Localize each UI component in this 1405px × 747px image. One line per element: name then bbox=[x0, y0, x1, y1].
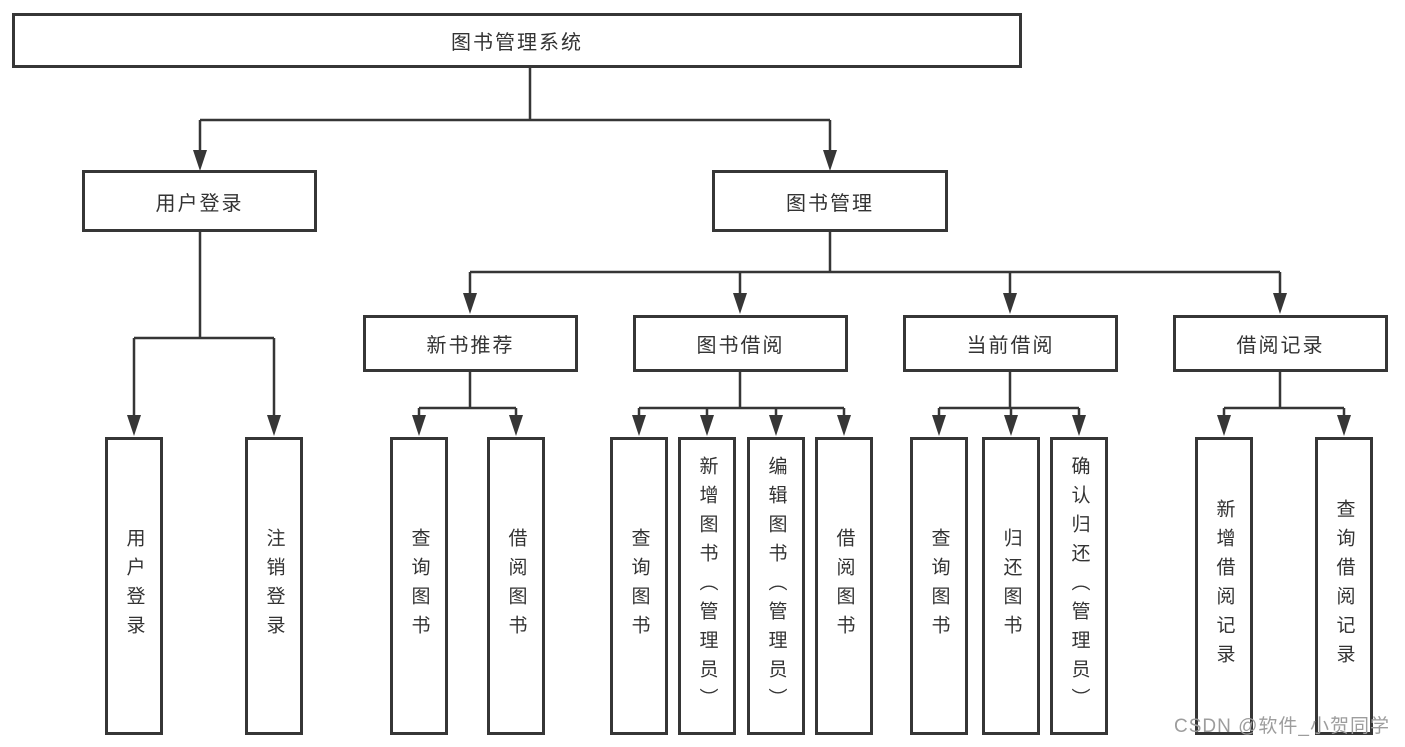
leaf-user-login: 用户登录 bbox=[105, 437, 163, 735]
connector-root-to-level2 bbox=[193, 68, 837, 171]
arrowhead-icon bbox=[1072, 415, 1086, 436]
arrowhead-icon bbox=[837, 415, 851, 436]
arrowhead-icon bbox=[127, 415, 141, 436]
leaf-borrow-books-recommend: 借阅图书 bbox=[487, 437, 545, 735]
leaf-query-borrow-record: 查询借阅记录 bbox=[1315, 437, 1373, 735]
node-new-book-recommend: 新书推荐 bbox=[363, 315, 578, 372]
arrowhead-icon bbox=[412, 415, 426, 436]
node-book-borrow: 图书借阅 bbox=[633, 315, 848, 372]
node-book-management: 图书管理 bbox=[712, 170, 948, 232]
leaf-logout: 注销登录 bbox=[245, 437, 303, 735]
arrowhead-icon bbox=[700, 415, 714, 436]
leaf-add-books-admin: 新增图书（管理员） bbox=[678, 437, 736, 735]
leaf-add-borrow-record: 新增借阅记录 bbox=[1195, 437, 1253, 735]
leaf-return-books: 归还图书 bbox=[982, 437, 1040, 735]
connector-book-management-sections bbox=[463, 232, 1287, 314]
csdn-watermark: CSDN @软件_小贺同学 bbox=[1174, 716, 1390, 737]
leaf-edit-books-admin: 编辑图书（管理员） bbox=[747, 437, 805, 735]
arrowhead-icon bbox=[632, 415, 646, 436]
arrowhead-icon bbox=[733, 293, 747, 314]
arrowhead-icon bbox=[1003, 293, 1017, 314]
node-current-borrow: 当前借阅 bbox=[903, 315, 1118, 372]
arrowhead-icon bbox=[509, 415, 523, 436]
arrowhead-icon bbox=[193, 150, 207, 171]
arrowhead-icon bbox=[1004, 415, 1018, 436]
connector-current-borrow-children bbox=[932, 372, 1086, 436]
node-root: 图书管理系统 bbox=[12, 13, 1022, 68]
arrowhead-icon bbox=[932, 415, 946, 436]
arrowhead-icon bbox=[823, 150, 837, 171]
leaf-confirm-return-admin: 确认归还（管理员） bbox=[1050, 437, 1108, 735]
connector-new-book-recommend-children bbox=[412, 372, 523, 436]
connector-borrow-records-children bbox=[1217, 372, 1351, 436]
arrowhead-icon bbox=[1217, 415, 1231, 436]
connector-book-borrow-children bbox=[632, 372, 851, 436]
arrowhead-icon bbox=[1337, 415, 1351, 436]
arrowhead-icon bbox=[267, 415, 281, 436]
leaf-query-books-borrow: 查询图书 bbox=[610, 437, 668, 735]
connector-user-login-children bbox=[127, 232, 281, 436]
node-user-login: 用户登录 bbox=[82, 170, 317, 232]
leaf-query-books-current: 查询图书 bbox=[910, 437, 968, 735]
leaf-borrow-books-borrow: 借阅图书 bbox=[815, 437, 873, 735]
leaf-query-books-recommend: 查询图书 bbox=[390, 437, 448, 735]
arrowhead-icon bbox=[463, 293, 477, 314]
arrowhead-icon bbox=[769, 415, 783, 436]
node-borrow-records: 借阅记录 bbox=[1173, 315, 1388, 372]
arrowhead-icon bbox=[1273, 293, 1287, 314]
